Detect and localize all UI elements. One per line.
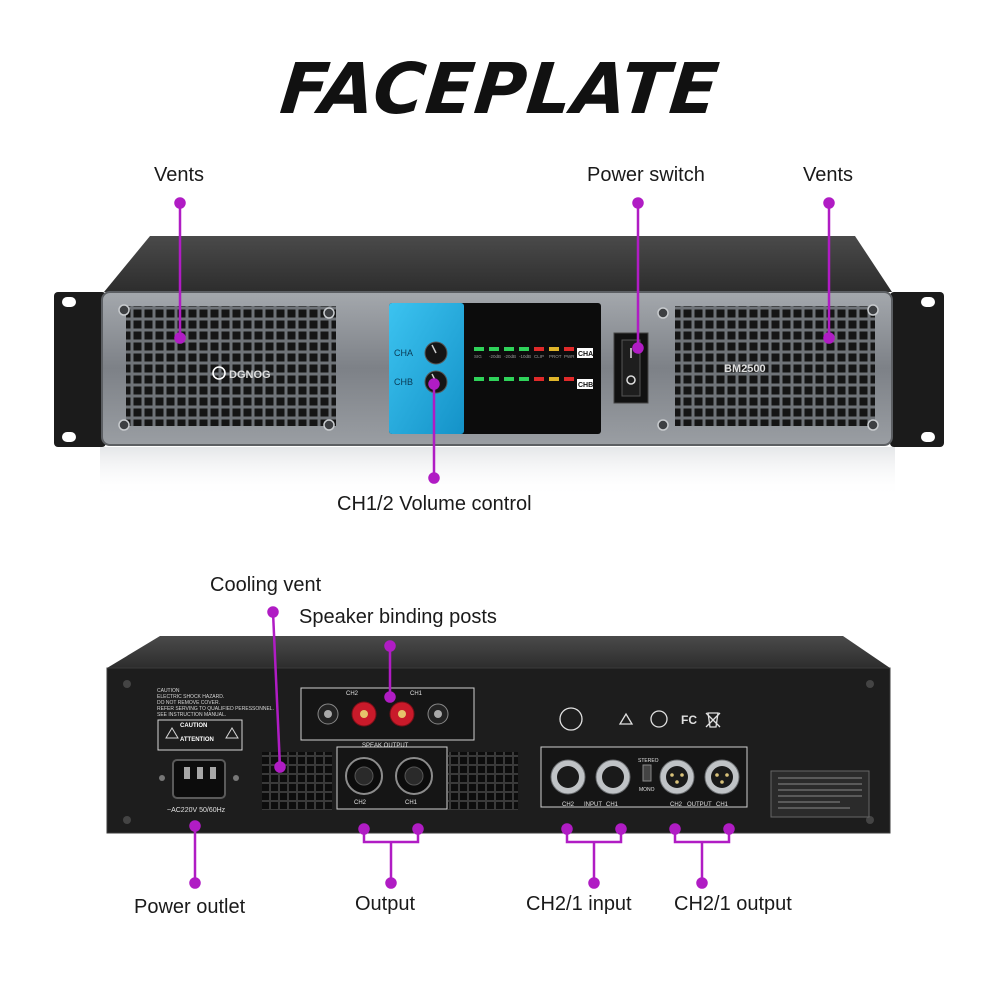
led-label: -20dB: [504, 354, 516, 359]
led-labels-a: SIG -20dB -20dB -10dB CLIP PROT PWR: [474, 354, 575, 359]
caution-line: ELECTRIC SHOCK HAZARD.: [157, 694, 224, 700]
caution-label-box: [157, 719, 243, 751]
led-row-chb: [474, 377, 574, 381]
xlr-in-ch1-label: CH1: [606, 802, 619, 808]
label-output: Output: [355, 893, 416, 915]
front-chassis-top: [104, 236, 892, 292]
rack-slot: [62, 432, 76, 442]
rack-slot: [62, 297, 76, 307]
rack-slot: [921, 432, 935, 442]
led-label: PROT: [549, 354, 562, 359]
rear-cooling-vent-right: [448, 752, 518, 810]
control-panel-blue: [389, 303, 464, 434]
label-input: CH2/1 input: [526, 893, 632, 915]
label-power-switch: Power switch: [587, 164, 705, 186]
power-switch[interactable]: [621, 339, 641, 397]
front-vent-right: [675, 306, 875, 426]
xlr-in-ch2-label: CH2: [562, 802, 575, 808]
mono-label: MONO: [639, 787, 655, 793]
warning-mark-icon: [618, 712, 634, 725]
brand-logo-icon: [212, 366, 226, 380]
led-row-cha: [474, 347, 574, 351]
label-cooling-vent: Cooling vent: [210, 574, 322, 596]
chb-badge: [577, 379, 593, 389]
faceplate-screws: [118, 304, 879, 431]
label-power-outlet: Power outlet: [134, 896, 246, 918]
xlr-labels: CH2 INPUT CH1 CH2 OUTPUT CH1: [562, 802, 729, 808]
rear-pointers: [189, 606, 735, 889]
front-amplifier: DGNOG BM2500 CHA CHB SIG -20dB -20dB -10…: [54, 236, 944, 497]
knob-a-label: CHA: [394, 348, 413, 358]
caution-line: REFER SERVING TO QUALIFIED PERESSONNEL.: [157, 706, 274, 712]
xlr-output-label: OUTPUT: [687, 802, 712, 808]
rack-ear-left: [54, 292, 106, 447]
cha-badge-text: CHA: [578, 351, 593, 358]
caution-text: CAUTION ELECTRIC SHOCK HAZARD. DO NOT RE…: [157, 688, 274, 718]
label-volume-control: CH1/2 Volume control: [337, 493, 532, 515]
led-label: SIG: [474, 354, 482, 359]
front-vent-left: [126, 306, 336, 426]
label-vents-left: Vents: [154, 164, 205, 186]
bp-ch2-label: CH2: [346, 691, 359, 697]
rear-amplifier: CAUTION ELECTRIC SHOCK HAZARD. DO NOT RE…: [106, 636, 891, 834]
stereo-label: STEREO: [638, 758, 659, 764]
led-label: -20dB: [489, 354, 501, 359]
stereo-mono-switch[interactable]: [642, 764, 652, 782]
speakon-ch2-label: CH2: [354, 800, 367, 806]
led-label: PWR: [564, 354, 575, 359]
caution-box-title: CAUTION: [180, 723, 207, 729]
caution-line: DO NOT REMOVE COVER.: [157, 700, 220, 706]
label-vents-right: Vents: [803, 164, 854, 186]
attention-box-title: ATTENTION: [180, 737, 214, 743]
model-name: BM2500: [724, 363, 766, 375]
brand-name: DGNOG: [229, 369, 271, 381]
xlr-out-ch1-label: CH1: [716, 802, 729, 808]
info-sticker: [770, 770, 870, 818]
speak-output-label: SPEAK OUTPUT: [362, 743, 409, 749]
label-binding-posts: Speaker binding posts: [299, 606, 497, 628]
fc-mark: FC: [681, 713, 697, 727]
led-label: CLIP: [534, 354, 544, 359]
ce-mark-icon: [650, 710, 668, 728]
certification-marks: [559, 707, 721, 731]
rear-cooling-vent-left: [262, 752, 332, 810]
speakon-ch1-label: CH1: [405, 800, 418, 806]
xlr-input-label: INPUT: [584, 802, 602, 808]
weee-mark-icon: [707, 712, 719, 728]
xlr-out-ch2-label: CH2: [670, 802, 683, 808]
rear-chassis-top: [107, 636, 890, 668]
info-sticker-lines: [778, 777, 862, 809]
voltage-label: ~AC220V 50/60Hz: [167, 807, 226, 814]
front-reflection: [100, 447, 895, 497]
rack-slot: [921, 297, 935, 307]
knob-b-label: CHB: [394, 377, 413, 387]
caution-line: CAUTION: [157, 688, 180, 694]
label-line-output: CH2/1 output: [674, 893, 792, 915]
front-pointers: [174, 197, 835, 484]
cha-badge: [577, 348, 593, 358]
rack-ear-right: [890, 292, 944, 447]
etl-mark-icon: [559, 707, 583, 731]
bp-ch1-label: CH1: [410, 691, 423, 697]
caution-line: SEE INSTRUCTION MANUAL.: [157, 712, 226, 718]
led-label: -10dB: [519, 354, 531, 359]
chb-badge-text: CHB: [578, 382, 593, 389]
